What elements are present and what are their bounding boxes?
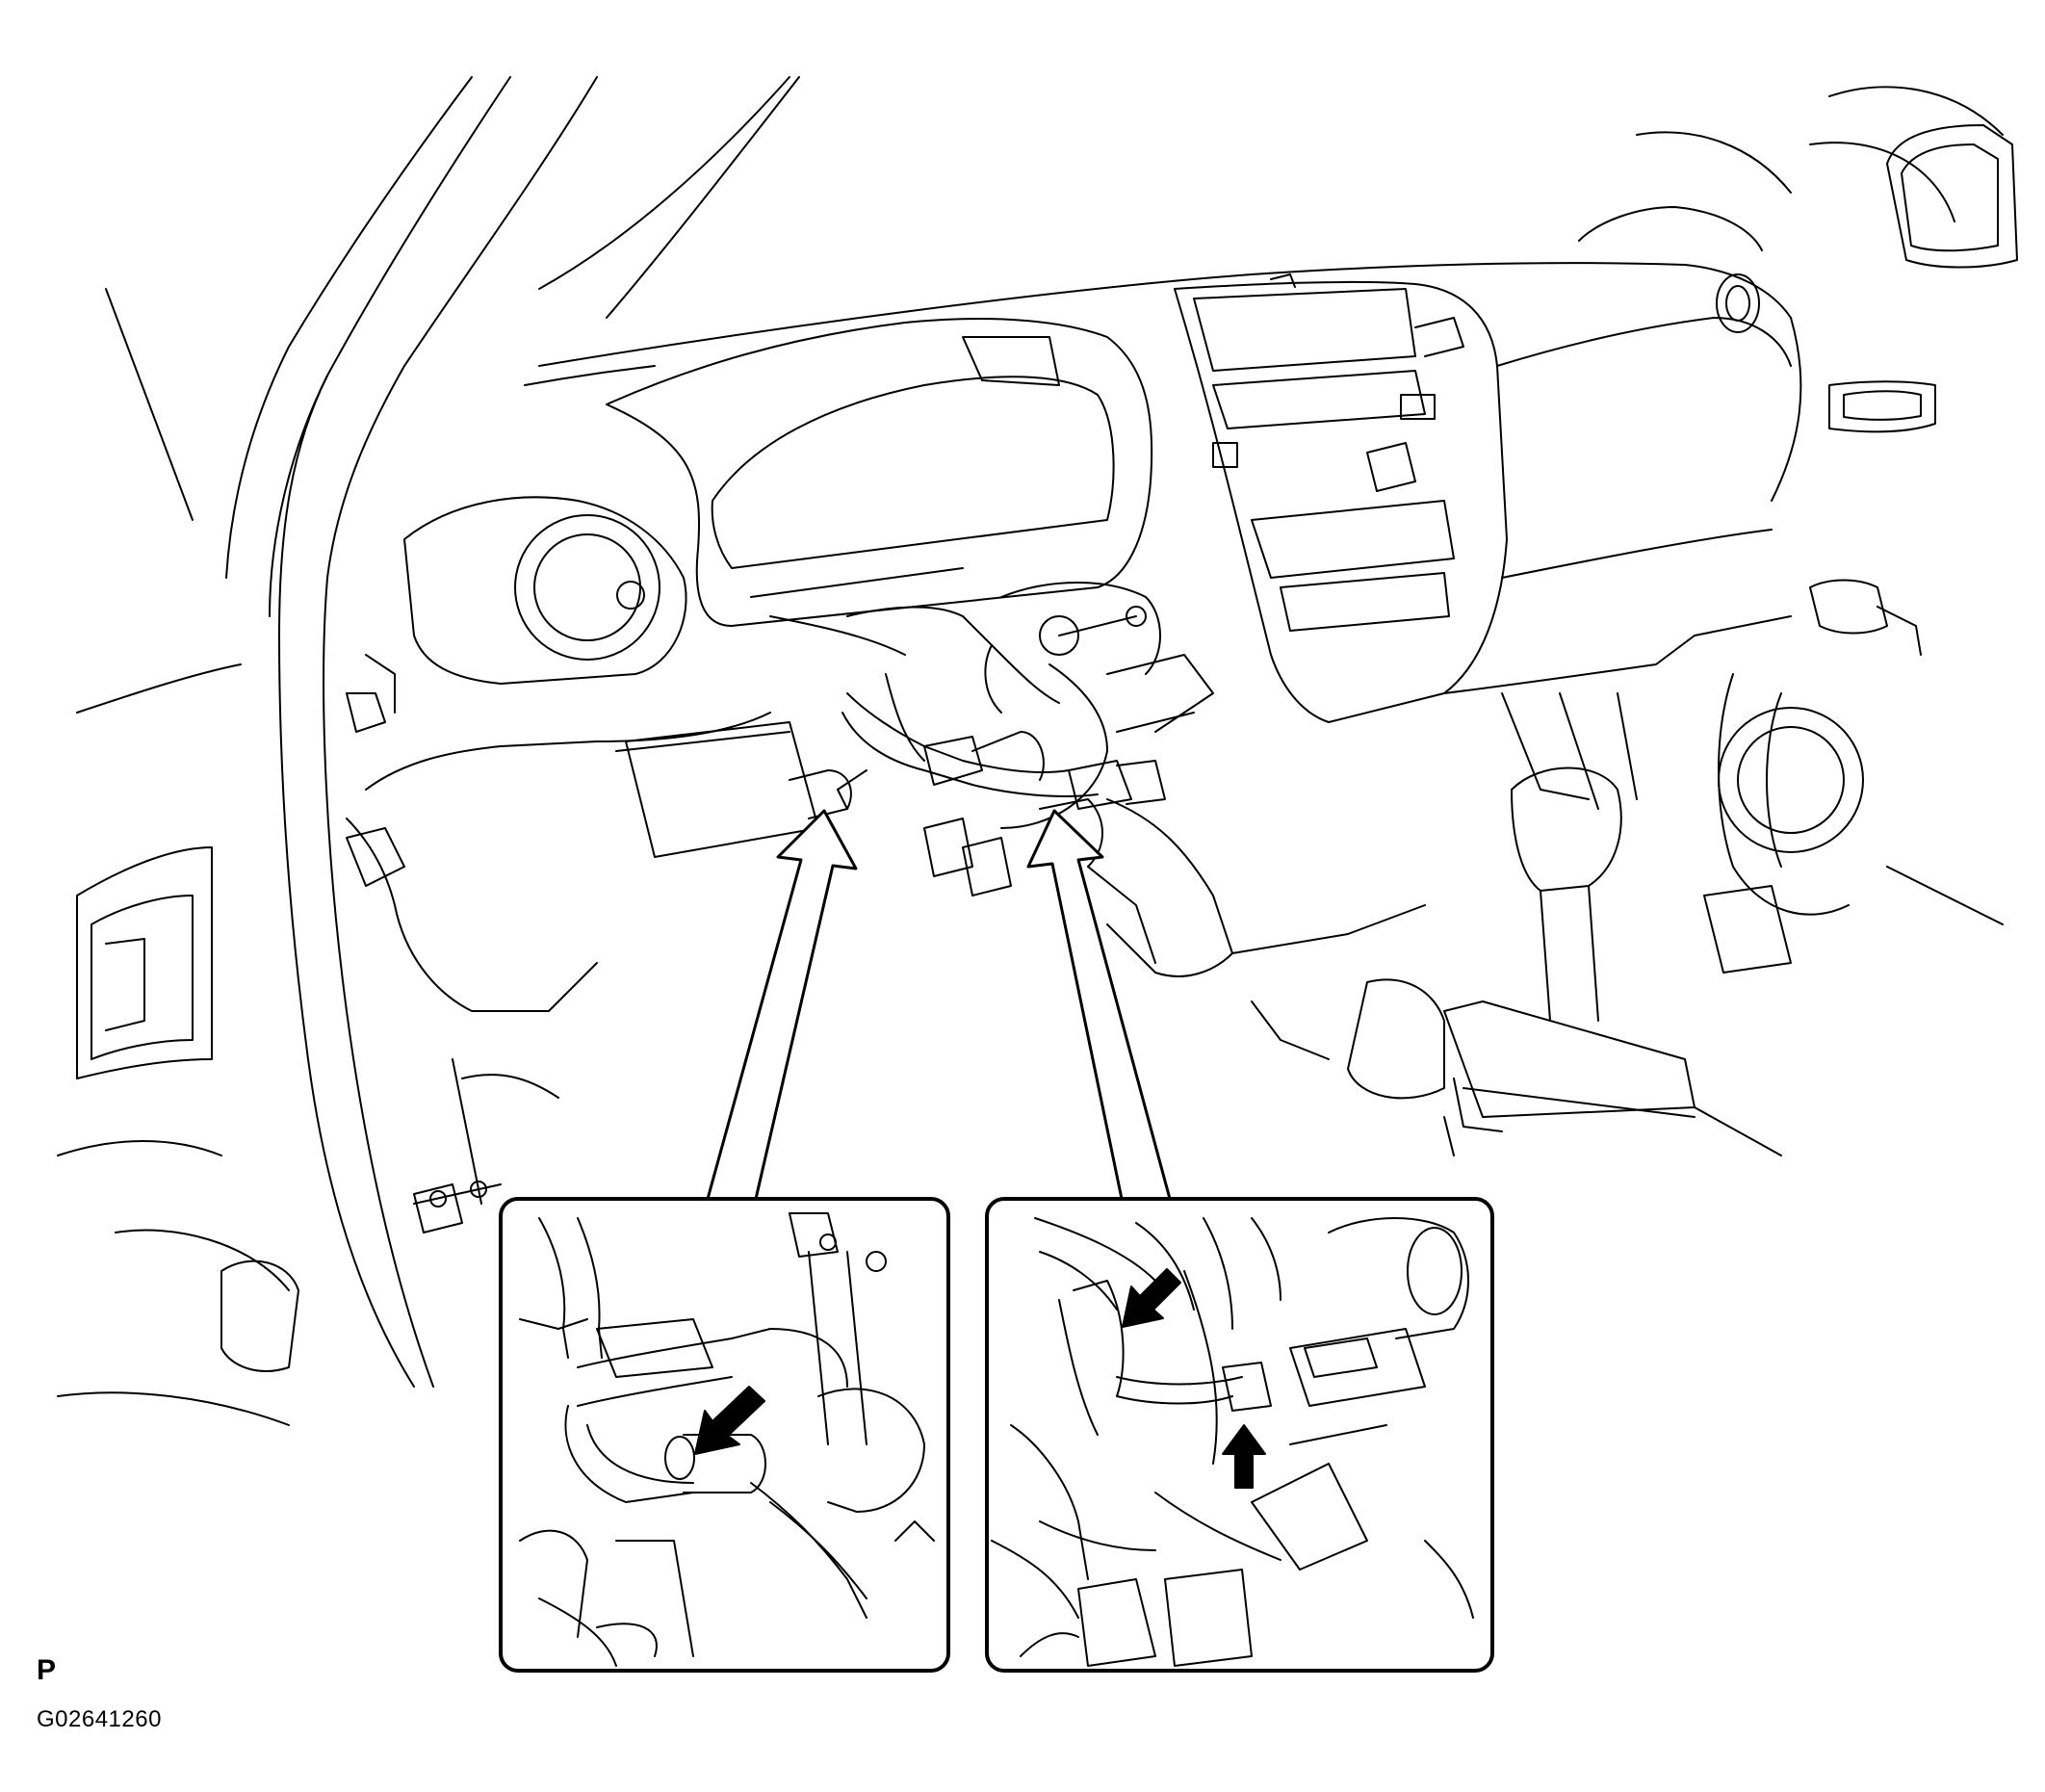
lower-dash (1088, 799, 1425, 976)
right-door-area (1704, 125, 2017, 973)
a-pillar-lines (106, 77, 799, 1387)
callout-arrow-left (708, 811, 856, 1199)
detail-inset-left (501, 1199, 948, 1671)
callout-arrow-right (1028, 811, 1170, 1199)
view-code-label: P (37, 1654, 57, 1686)
dashboard-top (525, 87, 2003, 385)
left-door-area (58, 664, 298, 1425)
detail-inset-right (987, 1199, 1492, 1671)
shift-lever (1252, 768, 1781, 1156)
wiring-harness (790, 693, 1165, 896)
right-dash (1444, 274, 1800, 809)
steering-column (847, 583, 1213, 828)
center-console (1175, 274, 1507, 722)
left-vent-panel (347, 497, 818, 1233)
cluster-opening (607, 319, 1152, 655)
figure-id-label: G02641260 (37, 1706, 162, 1732)
